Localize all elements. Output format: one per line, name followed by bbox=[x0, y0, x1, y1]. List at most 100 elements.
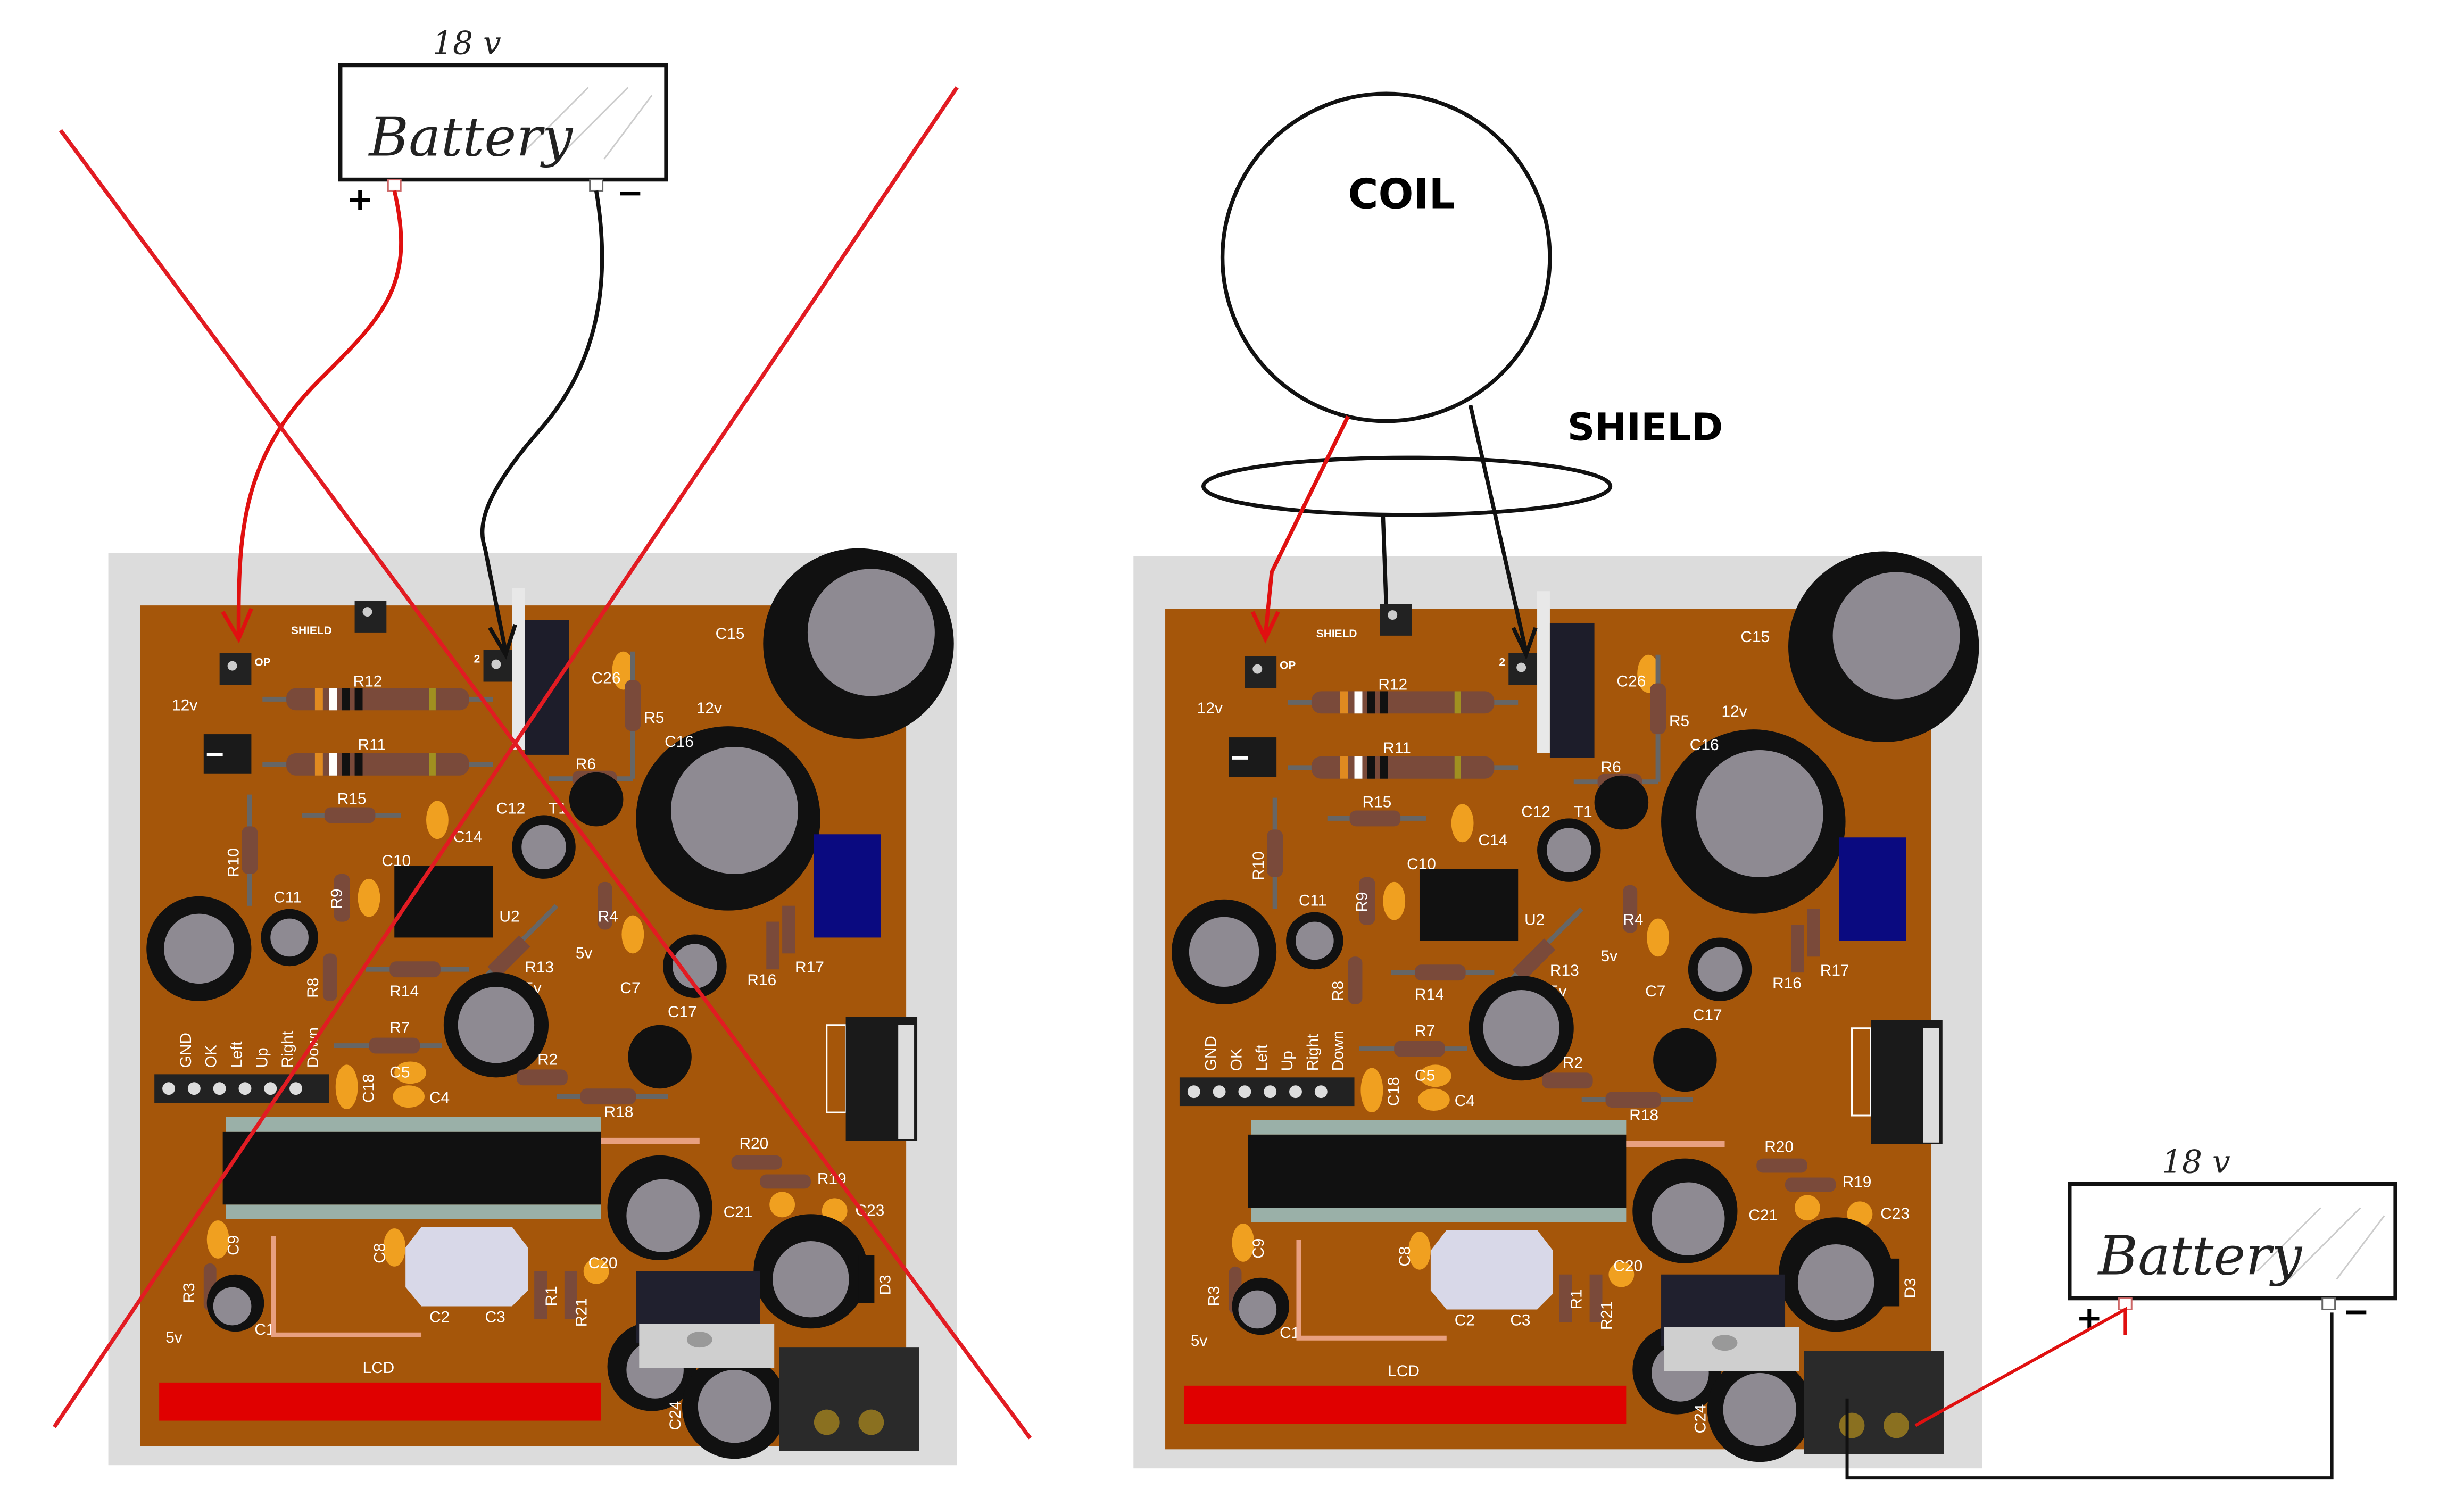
resistor-r18 bbox=[1581, 1092, 1693, 1108]
capacitor-c7 bbox=[1647, 918, 1669, 957]
trace bbox=[1296, 1240, 1447, 1341]
diodes-d1-d2 bbox=[203, 734, 252, 774]
resistor-r4 bbox=[1623, 885, 1638, 933]
resistor-r5 bbox=[625, 651, 641, 779]
capacitor-c1 bbox=[206, 1274, 264, 1332]
terminal-2-label: 2 bbox=[1499, 656, 1505, 669]
12v-label: 12v bbox=[696, 700, 722, 717]
resistor-r9 bbox=[1359, 877, 1375, 925]
header-label-left: Left bbox=[1253, 1044, 1271, 1071]
coil-wire-red bbox=[1263, 415, 1350, 636]
c5-label: C5 bbox=[1415, 1067, 1435, 1084]
capacitor-c11 bbox=[1171, 899, 1343, 1004]
resistor-r13 bbox=[475, 904, 559, 987]
capacitor-c4 bbox=[1418, 1088, 1450, 1111]
resistor-r16-r17 bbox=[1791, 909, 1820, 973]
c11-label: C11 bbox=[1299, 892, 1327, 910]
c17-label: C17 bbox=[1693, 1006, 1722, 1024]
capacitor-c7 bbox=[621, 915, 644, 954]
header-label-left: Left bbox=[228, 1041, 245, 1068]
button-header bbox=[154, 1074, 329, 1103]
r7-label: R7 bbox=[389, 1019, 410, 1037]
capacitor-c17 bbox=[663, 934, 727, 998]
r10-label: R10 bbox=[1250, 851, 1267, 880]
lcd-label: LCD bbox=[363, 1359, 395, 1377]
c2-label: C2 bbox=[1455, 1311, 1475, 1329]
resistor-r11 bbox=[1288, 756, 1519, 779]
resistor-r12 bbox=[1288, 691, 1519, 714]
capacitor-c1 bbox=[1232, 1277, 1290, 1335]
r19-label: R19 bbox=[1843, 1173, 1872, 1191]
capacitor-c22 bbox=[1632, 1158, 1738, 1263]
cross-out-line bbox=[52, 86, 959, 1428]
trace bbox=[271, 1236, 422, 1337]
coil-circle bbox=[1220, 91, 1552, 423]
header-label-gnd: GND bbox=[1202, 1036, 1220, 1071]
resistor-r10 bbox=[1267, 797, 1283, 909]
transistor-t1 bbox=[1594, 775, 1649, 830]
battery-minus-terminal bbox=[2321, 1297, 2336, 1310]
capacitor-c18 bbox=[335, 1064, 358, 1110]
lcd-connector bbox=[1184, 1385, 1627, 1424]
resistor-r13 bbox=[1500, 907, 1583, 991]
c7-label: C7 bbox=[620, 979, 640, 997]
r21-label: R21 bbox=[1598, 1301, 1615, 1330]
voltage-regulator bbox=[826, 1017, 918, 1141]
regulator-7805 bbox=[636, 1271, 775, 1368]
d3-label: D3 bbox=[876, 1275, 894, 1295]
coil-label: COIL bbox=[1348, 170, 1455, 218]
capacitor-c4 bbox=[393, 1085, 425, 1108]
r14-label: R14 bbox=[1415, 986, 1444, 1003]
c23-label: C23 bbox=[1880, 1205, 1910, 1222]
c4-label: C4 bbox=[429, 1089, 450, 1107]
c3-label: C3 bbox=[1510, 1311, 1530, 1329]
c8-label: C8 bbox=[371, 1243, 388, 1263]
header-label-right: Right bbox=[279, 1030, 296, 1068]
power-transistor bbox=[525, 620, 569, 755]
battery-wire-red bbox=[1914, 1307, 2127, 1427]
capacitor-c14 bbox=[426, 801, 449, 839]
capacitor-c8 bbox=[1408, 1232, 1431, 1270]
terminal-2-label: 2 bbox=[474, 653, 480, 666]
battery-box bbox=[338, 63, 668, 182]
battery-left: Battery 18 v + − bbox=[338, 26, 668, 218]
capacitor-c12 bbox=[512, 815, 576, 879]
positive-wire bbox=[236, 190, 403, 636]
header-label-down: Down bbox=[1330, 1030, 1347, 1071]
c12-label: C12 bbox=[1521, 803, 1550, 820]
r3-label: R3 bbox=[180, 1283, 198, 1303]
ic-u2 bbox=[1419, 869, 1519, 941]
r16-label: R16 bbox=[1772, 975, 1802, 992]
c8-label: C8 bbox=[1396, 1246, 1414, 1267]
button-header bbox=[1179, 1077, 1355, 1107]
r16-label: R16 bbox=[747, 971, 776, 989]
r10-label: R10 bbox=[225, 848, 243, 877]
capacitor-c26 bbox=[612, 651, 635, 690]
negative-wire bbox=[480, 190, 604, 652]
crystal bbox=[405, 1227, 528, 1307]
c17-label: C17 bbox=[668, 1003, 697, 1021]
battery-voltage: 18 v bbox=[2162, 1144, 2230, 1181]
u2-label: U2 bbox=[499, 908, 519, 926]
battery-plus-terminal bbox=[387, 179, 402, 192]
input-terminal-2 bbox=[1508, 653, 1538, 685]
r13-label: R13 bbox=[525, 959, 554, 976]
c26-label: C26 bbox=[592, 669, 621, 687]
capacitor-c11 bbox=[146, 896, 318, 1001]
capacitor-c12 bbox=[1537, 818, 1601, 882]
c15-label: C15 bbox=[1740, 628, 1770, 646]
crystal bbox=[1430, 1230, 1553, 1310]
c7-label: C7 bbox=[1645, 983, 1665, 1000]
battery-minus-terminal bbox=[589, 179, 604, 192]
c24-label: C24 bbox=[667, 1401, 684, 1430]
capacitor-c20 bbox=[1608, 1261, 1635, 1287]
blue-component bbox=[1839, 837, 1906, 941]
battery-hatch bbox=[524, 87, 653, 160]
r7-label: R7 bbox=[1415, 1022, 1435, 1040]
r11-label: R11 bbox=[1383, 739, 1411, 757]
r20-label: R20 bbox=[1764, 1138, 1794, 1156]
c9-label: C9 bbox=[225, 1235, 243, 1255]
capacitor-c16 bbox=[1661, 729, 1846, 914]
c14-label: C14 bbox=[1479, 831, 1508, 849]
